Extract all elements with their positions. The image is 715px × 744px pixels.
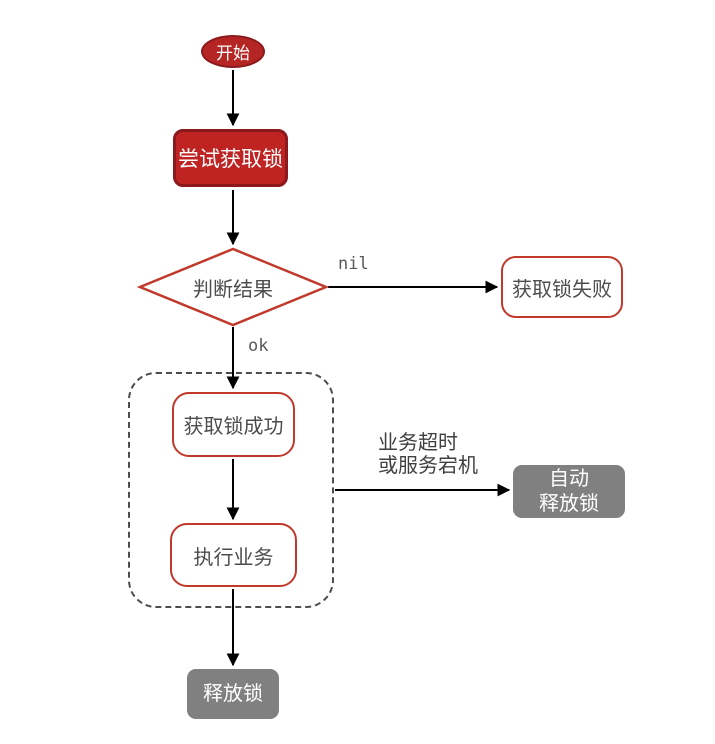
node-auto-release-lock-line2: 释放锁 xyxy=(539,492,599,515)
node-acquire-lock-success-label: 获取锁成功 xyxy=(183,416,284,438)
node-judge-result: 判断结果 xyxy=(140,249,326,325)
edge-label-nil: nil xyxy=(336,254,371,274)
judge-diamond-shape xyxy=(136,247,330,327)
node-try-acquire-lock-label: 尝试获取锁 xyxy=(178,148,283,171)
edge-label-timeout-line1: 业务超时 xyxy=(378,432,458,454)
edge-label-timeout: 业务超时 或服务宕机 xyxy=(378,432,478,478)
node-judge-result-label: 判断结果 xyxy=(193,278,273,301)
node-release-lock: 释放锁 xyxy=(187,669,279,719)
success-group-container xyxy=(128,372,334,608)
edge-label-ok: ok xyxy=(246,336,271,356)
edge-label-timeout-line2: 或服务宕机 xyxy=(378,455,478,477)
node-acquire-lock-failed: 获取锁失败 xyxy=(501,256,623,318)
node-auto-release-lock: 自动 释放锁 xyxy=(513,465,625,518)
node-execute-business-label: 执行业务 xyxy=(193,546,274,569)
node-release-lock-label: 释放锁 xyxy=(203,682,263,705)
node-try-acquire-lock: 尝试获取锁 xyxy=(173,129,288,187)
node-acquire-lock-success: 获取锁成功 xyxy=(172,392,295,457)
node-auto-release-lock-line1: 自动 xyxy=(549,467,589,490)
node-acquire-lock-failed-label: 获取锁失败 xyxy=(512,278,612,301)
node-execute-business: 执行业务 xyxy=(170,523,297,587)
node-start: 开始 xyxy=(201,35,265,68)
node-start-label: 开始 xyxy=(216,44,250,63)
